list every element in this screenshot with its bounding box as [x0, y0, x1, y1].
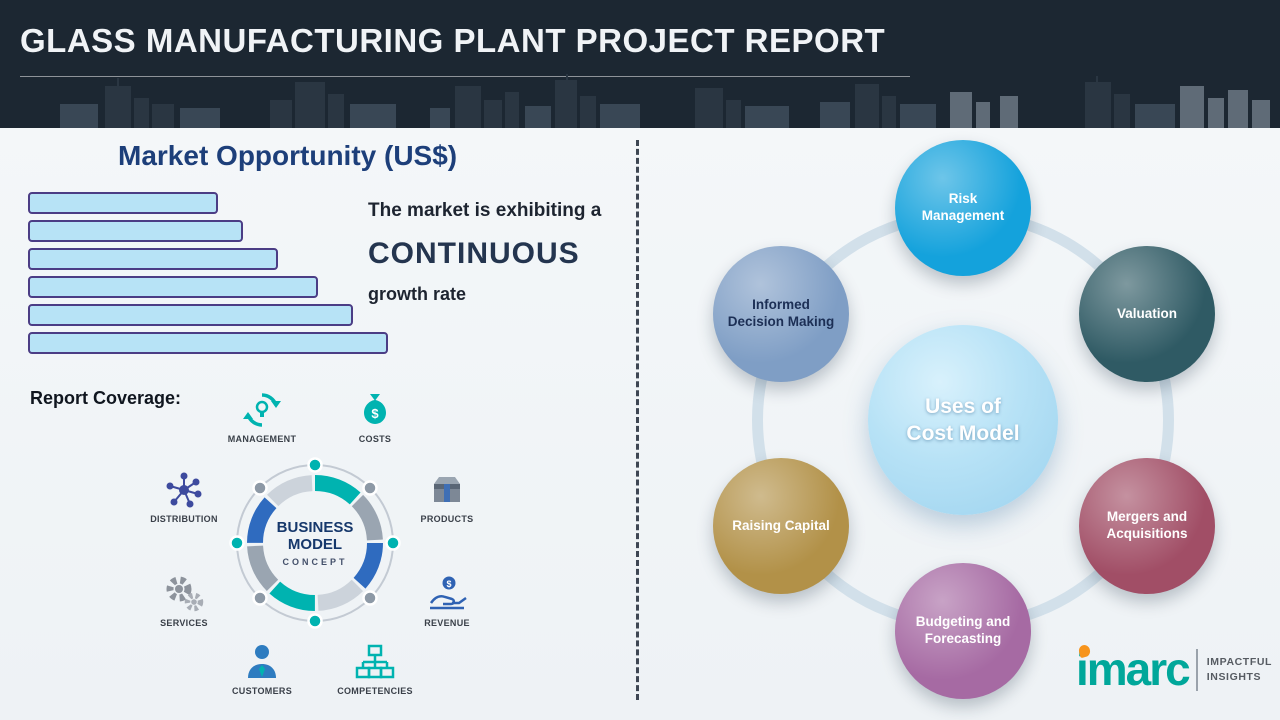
growth-prefix: The market is exhibiting a	[368, 200, 602, 221]
cost-model-center: Uses of Cost Model	[868, 325, 1058, 515]
node-label: Informed Decision Making	[727, 297, 835, 329]
bm-label-management: MANAGEMENT	[227, 434, 297, 444]
bm-label-distribution: DISTRIBUTION	[150, 514, 218, 524]
node-label: Mergers and Acquisitions	[1106, 509, 1188, 541]
bar-chart-bar	[28, 332, 388, 354]
logo-tagline-line2: INSIGHTS	[1206, 671, 1262, 683]
cost-model-center-line2: Cost Model	[906, 422, 1020, 445]
bar-chart-bar	[28, 304, 353, 326]
bm-label-services: SERVICES	[160, 618, 208, 628]
growth-statement: The market is exhibiting a CONTINUOUS gr…	[368, 200, 636, 305]
svg-text:$: $	[446, 579, 451, 589]
network-hub-icon	[166, 472, 202, 508]
business-model-word-2: MODEL	[287, 536, 343, 554]
section-divider	[636, 140, 639, 700]
bm-label-competencies: COMPETENCIES	[337, 686, 413, 696]
logo-tagline-line1: IMPACTFUL	[1206, 656, 1273, 669]
logo-divider	[1195, 649, 1198, 691]
bar-chart	[28, 192, 388, 360]
header: GLASS MANUFACTURING PLANT PROJECT REPORT	[0, 0, 1280, 128]
money-bag-icon: $	[364, 394, 386, 424]
market-opportunity-title: Market Opportunity (US$)	[118, 140, 458, 171]
node-valuation: Valuation	[1079, 246, 1215, 382]
report-coverage-label: Report Coverage:	[30, 388, 182, 408]
org-chart-icon	[355, 644, 395, 679]
business-model-center-label: BUSINESS MODEL CONCEPT	[255, 519, 375, 567]
cost-model-center-line1: Uses of	[925, 394, 1001, 418]
node-informed-decision-making: Informed Decision Making	[713, 246, 849, 382]
city-skyline-icon	[60, 74, 1270, 128]
bar-chart-bar	[28, 248, 278, 270]
business-model-word-3: CONCEPT	[282, 556, 348, 567]
imarc-wordmark: imarc	[1076, 643, 1191, 696]
business-model-word-1: BUSINESS	[276, 519, 354, 536]
gears-icon	[166, 576, 204, 612]
node-label: Risk Management	[921, 191, 1005, 223]
node-budgeting-forecasting: Budgeting and Forecasting	[895, 563, 1031, 699]
node-mergers-acquisitions: Mergers and Acquisitions	[1079, 458, 1215, 594]
bar-chart-bar	[28, 220, 243, 242]
title-underline	[20, 76, 910, 77]
imarc-logo: imarc IMPACTFUL INSIGHTS	[1076, 644, 1272, 692]
business-model-ring	[229, 457, 401, 629]
bm-label-revenue: REVENUE	[424, 618, 470, 628]
node-label: Valuation	[1116, 305, 1177, 321]
imarc-wordmark-wrap: imarc	[1076, 644, 1191, 692]
bm-label-costs: COSTS	[358, 434, 392, 444]
node-label: Budgeting and Forecasting	[915, 614, 1011, 646]
bar-chart-bar	[28, 276, 318, 298]
svg-text:$: $	[371, 406, 379, 421]
hand-coin-icon: $	[429, 576, 467, 610]
node-raising-capital: Raising Capital	[713, 458, 849, 594]
page-title: GLASS MANUFACTURING PLANT PROJECT REPORT	[20, 22, 886, 59]
node-label: Raising Capital	[732, 517, 830, 533]
bar-chart-bar	[28, 192, 218, 214]
bm-label-products: PRODUCTS	[420, 514, 474, 524]
node-risk-management: Risk Management	[895, 140, 1031, 276]
cycle-bulb-icon	[243, 393, 281, 427]
logo-tagline: IMPACTFUL INSIGHTS	[1207, 655, 1272, 684]
growth-word: CONTINUOUS	[368, 237, 580, 270]
bm-label-customers: CUSTOMERS	[231, 686, 293, 696]
package-box-icon	[434, 477, 460, 502]
person-icon	[248, 645, 276, 678]
growth-suffix: growth rate	[368, 284, 467, 304]
